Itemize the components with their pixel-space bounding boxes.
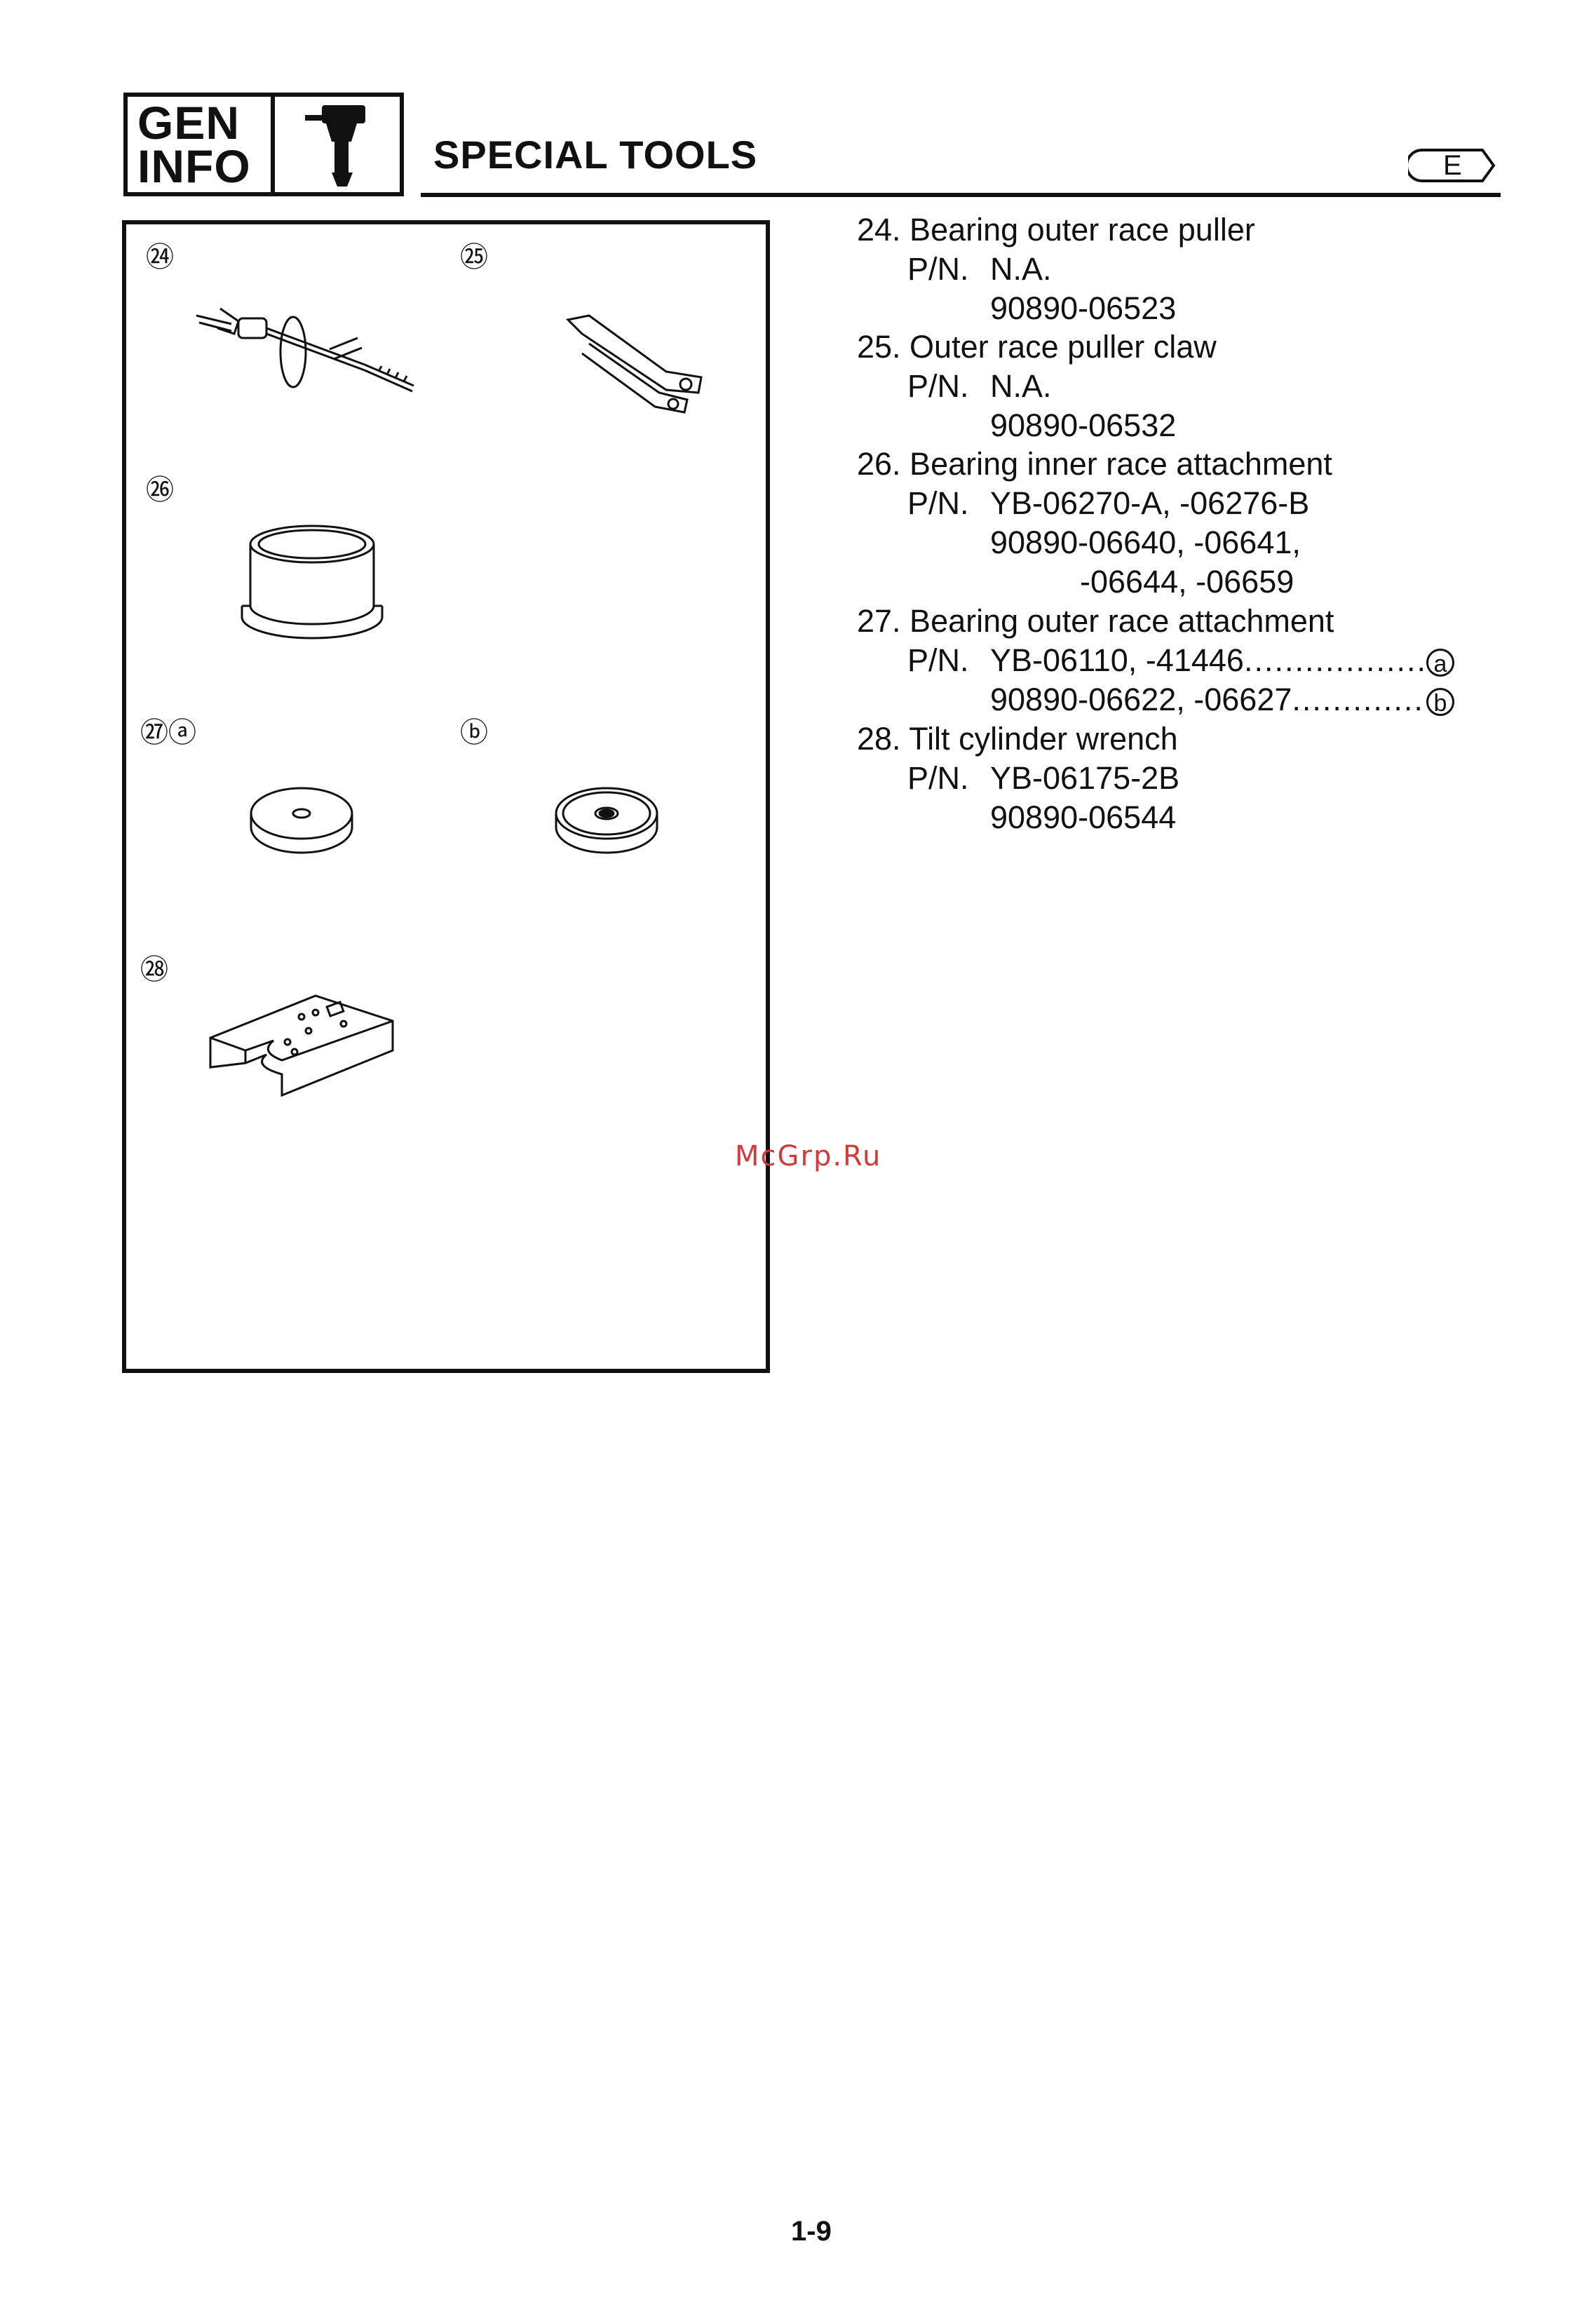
watermark: McGrp.Ru (735, 1140, 882, 1172)
item-26-pn-label: P/N. (907, 485, 969, 521)
item-28-pn-label: P/N. (907, 760, 969, 796)
section-tab: GEN INFO (123, 93, 404, 196)
item-25-pn-label: P/N. (907, 368, 969, 404)
figure-callout-28: ㉘ (140, 954, 168, 986)
item-27-pn1-ref: a (1426, 641, 1454, 680)
outer-race-puller-claw-drawing (565, 314, 703, 414)
item-28-title: 28. Tilt cylinder wrench (857, 721, 1178, 757)
header-rule (421, 193, 1501, 197)
item-27-title: 27. Bearing outer race attachment (857, 603, 1334, 639)
section-label-line2: INFO (137, 140, 251, 192)
item-24-pn1: N.A. (990, 251, 1052, 287)
item-27-pn1-dots: .................. (1243, 642, 1427, 678)
figure-callout-26: ㉖ (146, 474, 174, 506)
item-25-title: 25. Outer race puller claw (857, 329, 1217, 365)
figure-callout-27a: ㉗ⓐ (140, 717, 196, 749)
ref-b-badge: b (1426, 688, 1454, 717)
bearing-outer-race-puller-drawing (196, 307, 414, 393)
item-25-pn1: N.A. (990, 368, 1052, 404)
section-label-line1: GEN (137, 97, 241, 149)
item-27-pn-label: P/N. (907, 642, 969, 678)
ref-a-badge: a (1426, 649, 1454, 677)
item-28-pn1: YB-06175-2B (990, 760, 1180, 796)
item-27-pn1-row: YB-06110, -41446.................. (990, 641, 1427, 680)
bearing-outer-race-attachment-a-drawing (250, 787, 353, 854)
item-25-pn2: 90890-06532 (990, 407, 1177, 443)
item-28-pn2: 90890-06544 (990, 799, 1177, 835)
section-label: GEN INFO (128, 97, 275, 192)
item-24-title: 24. Bearing outer race puller (857, 212, 1255, 248)
page-title: SPECIAL TOOLS (433, 133, 758, 177)
item-27-pn2-ref: b (1426, 680, 1454, 719)
item-26-title: 26. Bearing inner race attachment (857, 446, 1332, 482)
item-26-pn1: YB-06270-A, -06276-B (990, 485, 1310, 521)
item-27-pn2-dots: ............. (1292, 682, 1424, 717)
tilt-cylinder-wrench-drawing (209, 994, 394, 1097)
item-26-pn2: 90890-06640, -06641, (990, 525, 1301, 560)
item-24-pn-label: P/N. (907, 251, 969, 287)
item-27-pn2: 90890-06622, -06627 (990, 682, 1292, 717)
figure-callout-25: ㉕ (460, 241, 488, 273)
language-badge: E (1405, 147, 1496, 184)
figure-callout-27b: ⓑ (460, 717, 488, 749)
item-27-pn2-row: 90890-06622, -06627............. (990, 680, 1424, 719)
item-27-pn1: YB-06110, -41446 (990, 642, 1244, 678)
language-code: E (1443, 150, 1462, 181)
item-24-pn2: 90890-06523 (990, 290, 1177, 326)
item-26-pn3: -06644, -06659 (1080, 564, 1294, 600)
bearing-inner-race-attachment-drawing (241, 525, 384, 640)
page-number: 1-9 (791, 2216, 832, 2247)
illustration-frame: ㉔ ㉕ ㉖ (122, 220, 770, 1373)
figure-callout-24: ㉔ (146, 241, 174, 273)
outboard-motor-icon (275, 97, 400, 192)
bearing-outer-race-attachment-b-drawing (555, 787, 658, 854)
